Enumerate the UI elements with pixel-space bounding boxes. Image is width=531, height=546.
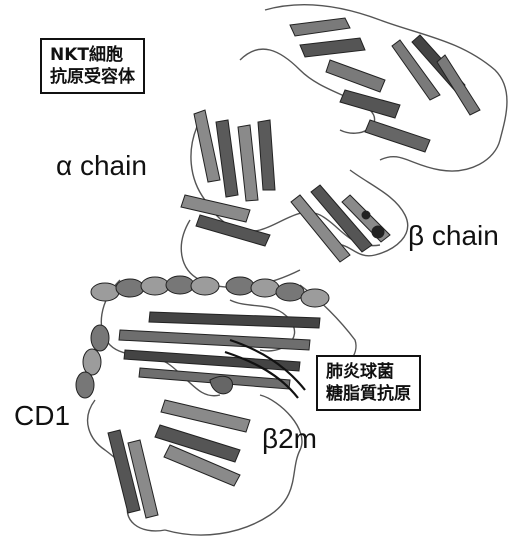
receptor-label-line1: NKT細胞	[50, 44, 135, 66]
tcr-beta-sheet	[290, 18, 480, 152]
beta-chain-label: β chain	[408, 220, 499, 252]
b2m-label: β2m	[262, 423, 317, 455]
receptor-label-box: NKT細胞 抗原受容体	[40, 38, 145, 94]
alpha-chain-label: α chain	[56, 150, 147, 182]
antigen-label-line2: 糖脂質抗原	[326, 383, 411, 405]
antigen-label-line1: 肺炎球菌	[326, 361, 411, 383]
receptor-label-line2: 抗原受容体	[50, 66, 135, 88]
coil-backbone	[88, 5, 507, 535]
antigen-label-box: 肺炎球菌 糖脂質抗原	[316, 355, 421, 411]
tcr-beta-lower-sheet	[291, 185, 390, 262]
cd1-label: CD1	[14, 400, 70, 432]
b2m-sheet	[108, 376, 250, 518]
